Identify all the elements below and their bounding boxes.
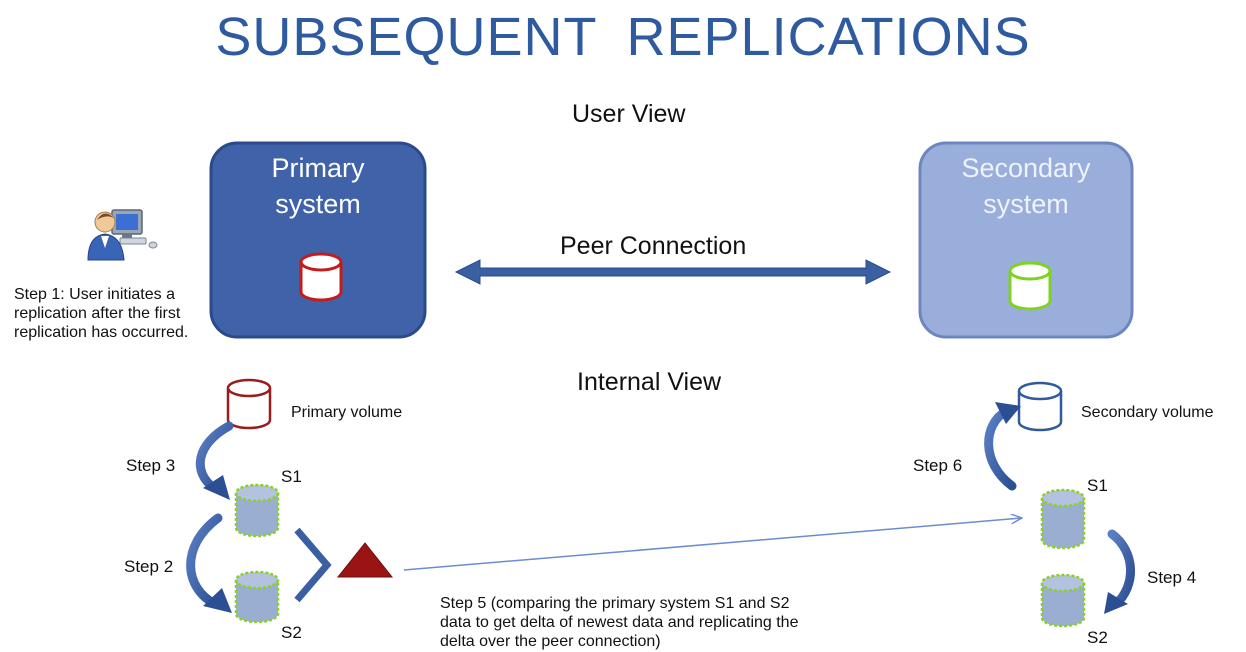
primary-database-icon: [299, 252, 343, 302]
step2-arrow: [186, 513, 232, 613]
page-title: SUBSEQUENT REPLICATIONS: [215, 7, 1031, 67]
delta-triangle-icon: [336, 542, 394, 578]
user-view-label: User View: [572, 100, 686, 128]
step3-label: Step 3: [126, 456, 176, 475]
step5-line3: delta over the peer connection): [440, 633, 661, 650]
right-snapshot-s2-icon: [1040, 573, 1086, 628]
step6-label: Step 6: [913, 456, 963, 475]
right-snapshot-s1-icon: [1040, 488, 1086, 550]
left-snapshot-s1-icon: [234, 483, 280, 538]
user-computer-icon: [87, 209, 158, 261]
primary-system-label: Primary system: [211, 150, 425, 222]
step2-label: Step 2: [124, 557, 174, 576]
primary-volume-icon: [226, 378, 272, 430]
primary-system-line1: Primary: [271, 153, 365, 183]
peer-connection-arrow: [454, 259, 892, 285]
step3-arrow: [195, 421, 234, 500]
step6-arrow: [984, 402, 1021, 491]
step5-text: Step 5 (comparing the primary system S1 …: [440, 594, 798, 651]
peer-connection-label: Peer Connection: [560, 232, 747, 260]
step4-label: Step 4: [1147, 568, 1197, 587]
left-snapshot-s2-icon: [234, 570, 280, 624]
secondary-system-line2: system: [983, 189, 1069, 219]
step5-line1: Step 5 (comparing the primary system S1 …: [440, 595, 790, 612]
primary-system-box: [209, 141, 427, 339]
internal-view-label: Internal View: [577, 368, 722, 396]
right-s1-label: S1: [1087, 476, 1108, 495]
step4-arrow: [1104, 529, 1135, 614]
secondary-system-line1: Secondary: [961, 153, 1091, 183]
step1-line2: replication after the first: [14, 305, 181, 322]
primary-system-line2: system: [275, 189, 361, 219]
right-s2-label: S2: [1087, 628, 1108, 647]
primary-volume-label: Primary volume: [291, 404, 403, 421]
secondary-system-box: [918, 141, 1134, 339]
step1-line1: Step 1: User initiates a: [14, 286, 175, 303]
secondary-volume-label: Secondary volume: [1081, 404, 1214, 421]
step1-text: Step 1: User initiates a replication aft…: [14, 285, 188, 342]
left-s2-label: S2: [281, 623, 302, 642]
secondary-database-icon: [1008, 261, 1052, 311]
secondary-system-label: Secondary system: [920, 150, 1132, 222]
secondary-volume-icon: [1017, 381, 1063, 432]
step1-line3: replication has occurred.: [14, 324, 189, 341]
step5-line2: data to get delta of newest data and rep…: [440, 614, 799, 631]
compare-chevron-icon: [294, 527, 332, 603]
replication-arrow: [403, 518, 1022, 571]
left-s1-label: S1: [281, 467, 302, 486]
